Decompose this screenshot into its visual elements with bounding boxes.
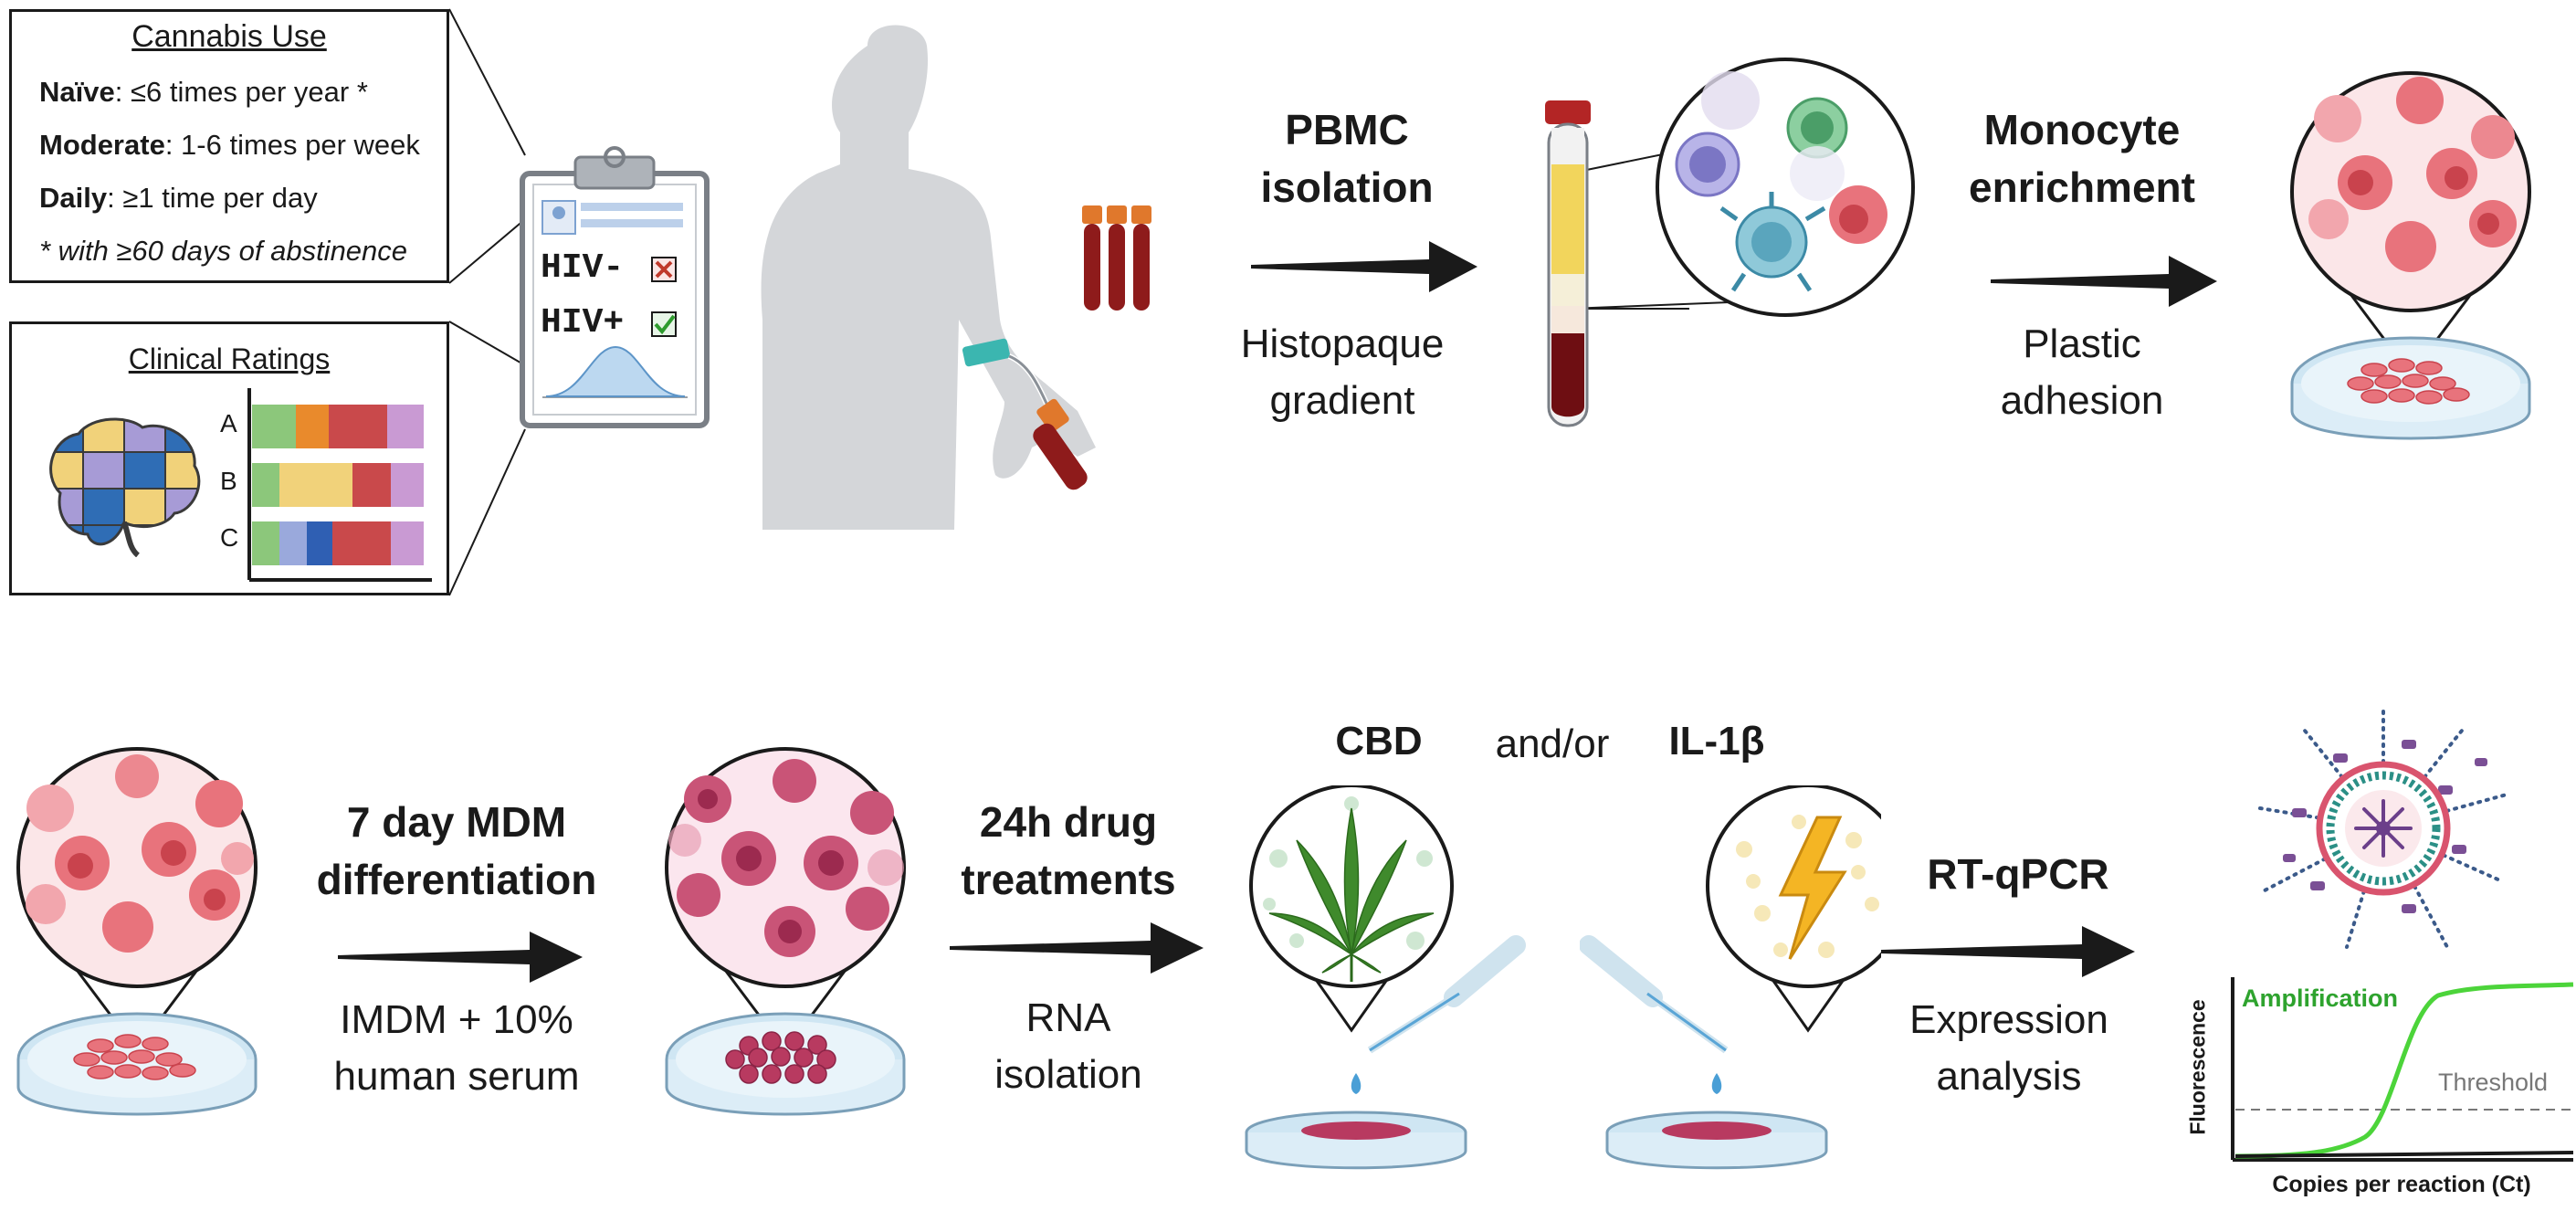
arrow-pbmc bbox=[1251, 241, 1477, 292]
blood-tubes-icon bbox=[1082, 205, 1151, 311]
drug-title-line1: 24h drug bbox=[979, 798, 1158, 846]
cannabis-use-title: Cannabis Use bbox=[131, 19, 327, 54]
naive-row: Naïve: ≤6 times per year * bbox=[39, 76, 368, 109]
pipette-icon bbox=[1580, 935, 1729, 1054]
rating-row-label-b: B bbox=[220, 467, 237, 495]
arrow-mdm bbox=[338, 932, 583, 983]
rating-bar-a bbox=[252, 405, 424, 448]
hiv-positive-label: HIV+ bbox=[541, 303, 625, 342]
mdm-dish-icon bbox=[665, 747, 906, 1116]
naive-term: Naïve bbox=[39, 76, 115, 108]
drug-subtitle-line1: RNA bbox=[1025, 995, 1111, 1040]
pipette-icon bbox=[1367, 935, 1526, 1054]
mdm-subtitle-line1: IMDM + 10% bbox=[340, 997, 573, 1042]
rating-row-label-a: A bbox=[220, 409, 237, 437]
baseline-curve bbox=[2234, 1151, 2574, 1158]
daily-row: Daily: ≥1 time per day bbox=[39, 182, 318, 215]
pbmc-subtitle-line1: Histopaque bbox=[1240, 321, 1445, 366]
arrow-drug bbox=[950, 922, 1204, 974]
centrifuge-tube-icon bbox=[1545, 100, 1754, 427]
pbmc-title-line2: isolation bbox=[1260, 163, 1434, 211]
cannabis-leaf-icon bbox=[1268, 807, 1435, 974]
daily-term: Daily bbox=[39, 182, 108, 214]
and-or-label: and/or bbox=[1495, 721, 1610, 766]
monocyte-title-line1: Monocyte bbox=[1983, 106, 2181, 153]
rating-bar-c bbox=[252, 521, 424, 565]
monocyte-dish-2-icon bbox=[16, 747, 258, 1116]
monocyte-subtitle-line2: adhesion bbox=[2000, 378, 2164, 423]
moderate-term: Moderate bbox=[39, 129, 165, 161]
cbd-treatment-icon bbox=[1245, 785, 1526, 1170]
moderate-desc: : 1-6 times per week bbox=[164, 129, 420, 161]
pbmc-title-line1: PBMC bbox=[1285, 106, 1409, 153]
monocyte-dish-icon bbox=[2290, 71, 2531, 440]
box-connector-lines bbox=[448, 8, 526, 596]
monocyte-subtitle-line1: Plastic bbox=[2023, 321, 2141, 366]
qpcr-subtitle-line2: analysis bbox=[1936, 1054, 2082, 1099]
naive-desc: : ≤6 times per year * bbox=[114, 76, 368, 108]
lightning-icon bbox=[1778, 816, 1847, 960]
il1b-label: IL-1β bbox=[1668, 719, 1765, 763]
cannabis-use-box: Cannabis Use Naïve: ≤6 times per year * … bbox=[9, 9, 449, 283]
qpcr-title: RT-qPCR bbox=[1927, 850, 2109, 898]
moderate-row: Moderate: 1-6 times per week bbox=[39, 129, 420, 162]
pbmc-subtitle-line2: gradient bbox=[1269, 378, 1415, 423]
rating-row-label-c: C bbox=[220, 523, 239, 552]
abstinence-footnote: * with ≥60 days of abstinence bbox=[39, 235, 408, 267]
threshold-label: Threshold bbox=[2438, 1069, 2549, 1096]
y-axis-label: Fluorescence bbox=[2185, 999, 2210, 1135]
x-axis-label: Copies per reaction (Ct) bbox=[2272, 1172, 2531, 1197]
clinical-ratings-box: Clinical Ratings bbox=[9, 321, 449, 595]
drug-subtitle-line2: isolation bbox=[994, 1052, 1142, 1097]
arrow-monocyte bbox=[1991, 256, 2217, 307]
mdm-subtitle-line2: human serum bbox=[333, 1054, 580, 1099]
mdm-title-line1: 7 day MDM bbox=[346, 798, 567, 846]
human-silhouette-icon bbox=[761, 25, 1151, 530]
drug-title-line2: treatments bbox=[961, 856, 1176, 903]
hiv-negative-label: HIV- bbox=[541, 248, 625, 288]
qpcr-plot: Amplification Threshold Fluorescence Cop… bbox=[2182, 959, 2575, 1210]
mdm-title-line2: differentiation bbox=[316, 856, 597, 903]
pbmc-zoom-circle bbox=[1656, 58, 1915, 317]
arrow-qpcr bbox=[1881, 926, 2135, 977]
clinical-ratings-bars bbox=[247, 388, 432, 582]
clipboard-icon: HIV- HIV+ bbox=[519, 146, 710, 429]
monocyte-title-line2: enrichment bbox=[1969, 163, 2195, 211]
clinical-ratings-title: Clinical Ratings bbox=[128, 342, 331, 375]
amplification-label: Amplification bbox=[2242, 985, 2399, 1012]
amplification-curve bbox=[2234, 982, 2574, 1159]
qpcr-subtitle-line1: Expression bbox=[1909, 997, 2108, 1042]
brain-puzzle-icon bbox=[49, 417, 201, 557]
cbd-label: CBD bbox=[1335, 719, 1423, 763]
il1b-treatment-icon bbox=[1580, 785, 1881, 1170]
daily-desc: : ≥1 time per day bbox=[107, 182, 318, 214]
rating-bar-b bbox=[252, 463, 424, 507]
rna-complex-icon bbox=[2258, 708, 2508, 949]
